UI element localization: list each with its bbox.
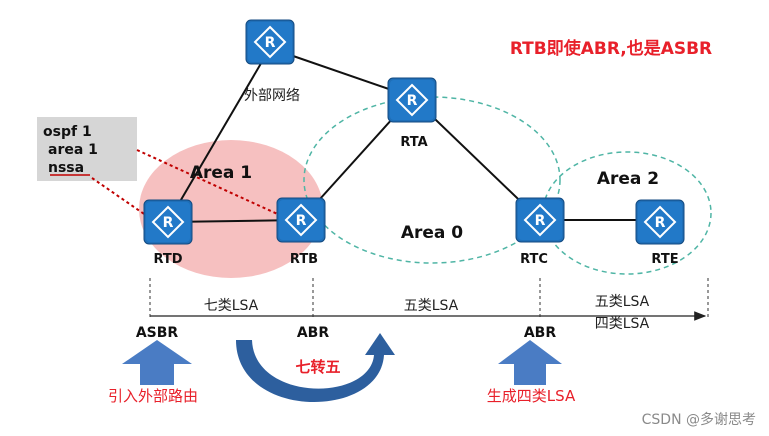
role-asbr: ASBR <box>136 325 179 341</box>
rta-label: RTA <box>400 135 427 150</box>
seven-to-five-label: 七转五 <box>295 358 340 376</box>
import-up-arrow <box>122 340 192 385</box>
area-0-label: Area 0 <box>401 223 463 243</box>
generate-type4-label: 生成四类LSA <box>487 387 576 405</box>
config-line-2: area 1 <box>48 142 98 158</box>
rte-label: RTE <box>651 252 678 267</box>
area-0-zone <box>303 96 561 264</box>
link-external-rtd <box>167 47 271 223</box>
lsa-seg-type5: 五类LSA <box>404 298 459 314</box>
lsa-seg-type7: 七类LSA <box>204 298 259 314</box>
config-box <box>37 117 137 181</box>
router-rte-icon <box>635 199 685 245</box>
area-1-label: Area 1 <box>190 163 252 183</box>
router-rtd-icon <box>143 199 193 245</box>
boundary-ticks <box>149 278 709 318</box>
config-pointer-rtb <box>136 149 296 223</box>
config-line-3: nssa <box>48 160 84 176</box>
headline: RTB即使ABR,也是ASBR <box>510 38 712 59</box>
role-abr-rtb: ABR <box>297 325 330 341</box>
router-external-icon <box>245 19 295 65</box>
watermark: CSDN @多谢思考 <box>642 411 756 428</box>
area-2-label: Area 2 <box>597 169 659 189</box>
seven-to-five-arrow <box>236 333 395 403</box>
router-rtc-icon <box>515 197 565 243</box>
lsa-seg-type5-area2: 五类LSA <box>595 294 650 310</box>
role-abr-rtc: ABR <box>524 325 557 341</box>
router-rta-icon <box>387 77 437 123</box>
rtc-label: RTC <box>520 252 548 267</box>
router-rtb-icon <box>276 197 326 243</box>
rtd-label: RTD <box>153 252 182 267</box>
generate-up-arrow <box>498 340 562 385</box>
lsa-seg-type4-area2: 四类LSA <box>595 316 650 332</box>
config-line-1: ospf 1 <box>43 124 92 140</box>
rtb-label: RTB <box>290 252 318 267</box>
external-network-label: 外部网络 <box>244 88 300 104</box>
import-external-label: 引入外部路由 <box>108 387 198 405</box>
